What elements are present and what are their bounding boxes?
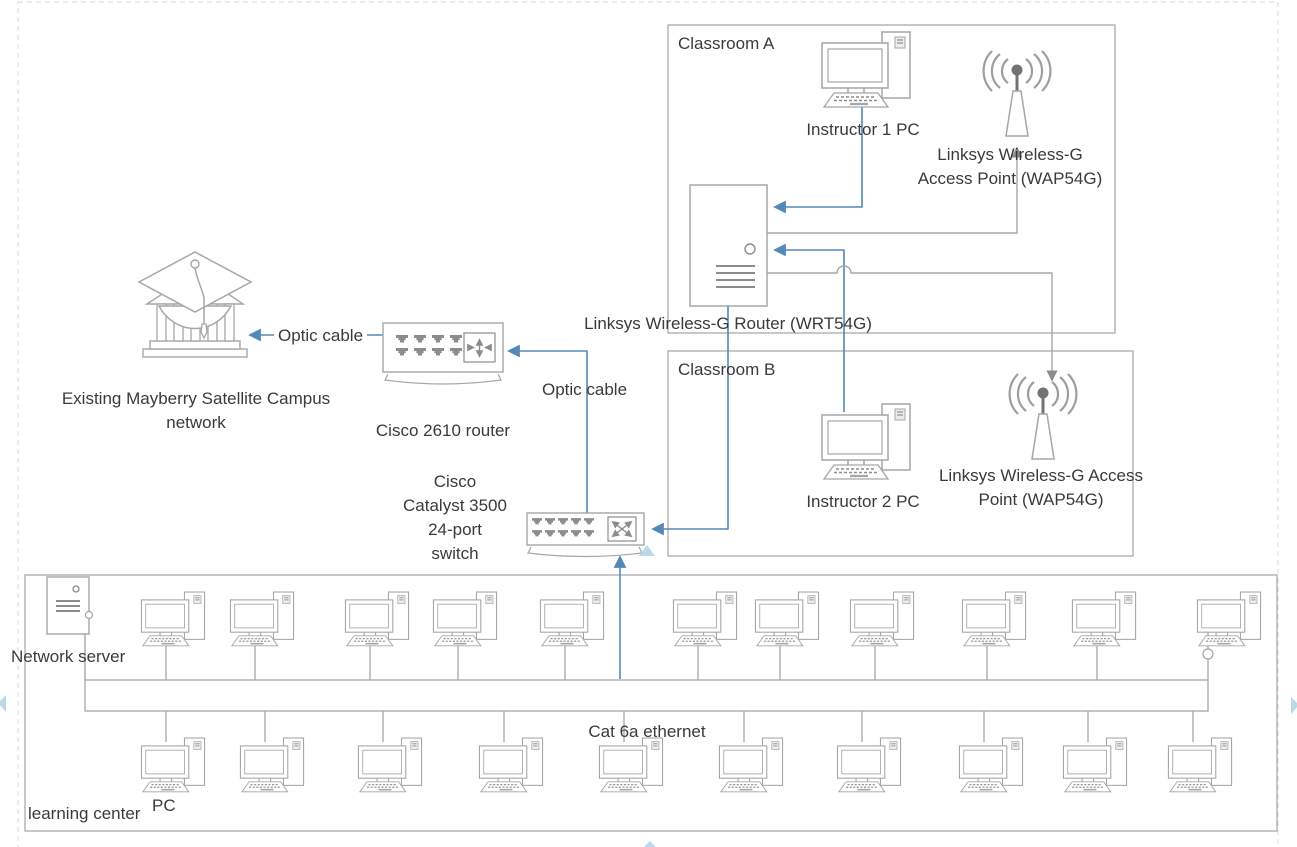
pc-icon[interactable]	[539, 591, 605, 647]
pc-icon[interactable]	[754, 591, 820, 647]
pc-icon[interactable]	[239, 737, 305, 793]
university-building-icon[interactable]	[137, 251, 253, 358]
pc-icon[interactable]	[357, 737, 423, 793]
classroom-b-box	[667, 350, 1134, 557]
pc-icon[interactable]	[140, 737, 206, 793]
classroom-a-box	[667, 24, 1116, 334]
connector-instructor2-to-wrt54g	[773, 243, 845, 412]
catalyst-switch-icon[interactable]	[526, 512, 645, 558]
page-border	[17, 1, 1279, 847]
connector-wrt54g-to-wapB	[767, 265, 1058, 382]
ethernet-bus[interactable]	[84, 679, 1209, 712]
connector-wrt54g-to-wapA	[767, 146, 1023, 234]
pc-icon[interactable]	[598, 737, 664, 793]
pc-icon[interactable]	[432, 591, 498, 647]
pan-left-arrow[interactable]	[0, 695, 6, 712]
pc-icon[interactable]	[344, 591, 410, 647]
wap54g-a-icon[interactable]	[982, 50, 1052, 138]
pc-icon[interactable]	[672, 591, 738, 647]
pc-icon[interactable]	[229, 591, 295, 647]
network-server-icon[interactable]	[46, 576, 94, 635]
pc-drop-lines	[165, 628, 1214, 742]
pc-icon[interactable]	[1167, 737, 1233, 793]
pan-up-arrow[interactable]	[639, 545, 655, 556]
pc-icon[interactable]	[718, 737, 784, 793]
connector-switch-to-cisco2610	[507, 344, 588, 513]
pc-icon[interactable]	[961, 591, 1027, 647]
connector-loop	[1202, 648, 1214, 660]
pc-icon[interactable]	[1062, 737, 1128, 793]
pc-icon[interactable]	[140, 591, 206, 647]
instructor2-pc-icon[interactable]	[820, 403, 912, 481]
pc-icon[interactable]	[958, 737, 1024, 793]
pc-icon[interactable]	[836, 737, 902, 793]
pc-icon[interactable]	[849, 591, 915, 647]
optic-cable-label-1: Optic cable	[274, 324, 368, 348]
cisco-2610-router-icon[interactable]	[382, 322, 504, 385]
pc-icon[interactable]	[1071, 591, 1137, 647]
pc-icon[interactable]	[478, 737, 544, 793]
wap54g-b-icon[interactable]	[1008, 373, 1078, 461]
connector-wrt54g-to-switch	[651, 306, 729, 536]
pc-icon[interactable]	[1196, 591, 1262, 647]
pan-right-arrow[interactable]	[1291, 697, 1297, 714]
learning-center-box	[24, 574, 1278, 832]
wrt54g-router-icon[interactable]	[689, 184, 768, 307]
pan-down-arrow[interactable]	[639, 841, 661, 847]
connector-instructor1-to-wrt54g	[773, 106, 863, 214]
instructor1-pc-icon[interactable]	[820, 31, 912, 109]
